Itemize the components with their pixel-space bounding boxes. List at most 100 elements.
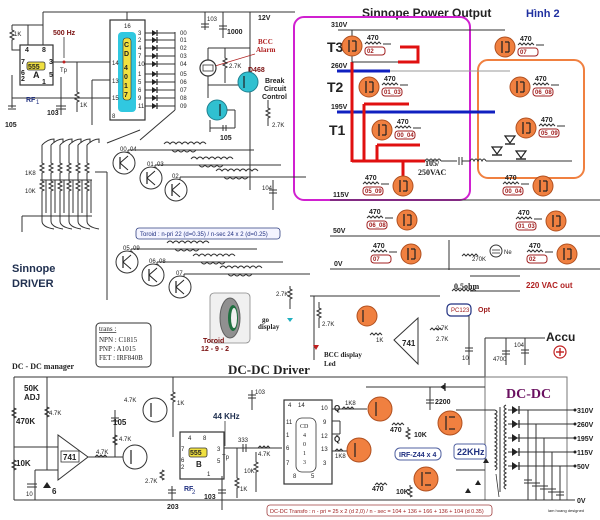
mosfet-icon [532,175,554,197]
fet-phase-tag [502,186,524,196]
svg-text:5: 5 [217,459,221,465]
svg-text:CD: CD [300,424,309,430]
svg-text:4.7K: 4.7K [258,452,270,458]
timer-a-unit: A [33,70,40,80]
svg-text:B: B [196,460,202,469]
svg-text:195V: 195V [331,104,348,111]
svg-text:3: 3 [217,447,221,453]
buzzer-icon [199,59,217,77]
svg-text:02: 02 [367,49,374,55]
svg-text:1K8: 1K8 [345,401,356,407]
svg-text:50K: 50K [24,384,39,393]
counter-output-label: 08 [180,96,187,102]
svg-text:14: 14 [112,61,119,67]
mosfet-icon [371,119,393,141]
transfo-note [266,504,493,517]
gate-resistor-label: 470 [365,175,377,182]
svg-text:3: 3 [323,461,327,467]
gate-resistor-label: 470 [505,175,517,182]
svg-text:470: 470 [390,427,402,434]
svg-text:RF: RF [26,97,36,104]
svg-text:0.5ohm: 0.5ohm [454,282,479,291]
rectifier-diode-icon [512,448,518,456]
transistor-npn-icon [122,444,148,470]
gate-resistor-label: 470 [369,209,381,216]
svg-text:2: 2 [192,490,196,496]
svg-text:07: 07 [520,50,527,56]
counter-output-label: 02 [180,46,187,52]
diode-icon [490,146,504,156]
svg-text:1000: 1000 [227,29,243,36]
opto-coupler [446,303,472,317]
svg-text:16: 16 [124,24,131,30]
svg-text:4700: 4700 [493,357,507,363]
svg-text:05_09: 05_09 [365,189,382,195]
svg-text:260V: 260V [331,63,348,70]
svg-text:01_03: 01_03 [384,90,401,96]
svg-text:4: 4 [288,403,292,409]
rectifier-diode-icon [512,406,518,414]
svg-text:115V: 115V [333,192,349,199]
counter-output-label: 04 [180,62,187,68]
svg-text:203: 203 [167,504,179,511]
svg-text:1K8: 1K8 [25,171,36,177]
alarm-block: 103 1000 12V BCC Alarm 2.7K D468 Break C… [199,12,287,190]
fet-phase-tag [515,221,537,231]
svg-text:2200: 2200 [435,399,451,406]
mosfet-q1-icon [437,410,463,436]
mosfet-icon [341,35,363,57]
svg-text:12: 12 [321,434,328,440]
svg-text:1: 1 [303,451,306,457]
svg-text:2.7K: 2.7K [272,123,284,129]
diode-group-frame [477,59,585,179]
timer-a-freq: 500 Hz [53,30,76,37]
transistor-d468-icon [237,71,259,93]
svg-text:3: 3 [49,59,53,66]
gate-resistor-label: 470 [518,210,530,217]
svg-text:0V: 0V [334,261,343,268]
svg-text:105: 105 [220,135,232,142]
svg-text:14: 14 [298,403,305,409]
svg-text:4: 4 [25,47,29,54]
svg-text:12 - 9 - 2: 12 - 9 - 2 [201,346,229,353]
svg-text:10: 10 [321,406,328,412]
dcdc-output-label: 50V [577,464,590,471]
svg-text:1K: 1K [177,401,184,407]
counter-output-label: 05 [180,72,187,78]
svg-text:470: 470 [372,486,384,493]
svg-text:741: 741 [63,453,77,462]
svg-text:1: 1 [286,433,290,439]
timer-b-freq: 44 KHz [213,412,240,421]
timer-a-block: 555 A 4 8 7 3 6 2 5 1 1K 500 Hz Tp 105 R… [5,11,295,129]
svg-text:103: 103 [47,110,59,117]
svg-text:8: 8 [293,474,297,480]
counter-output-label: 00 [180,31,187,37]
mosfet-icon [515,117,537,139]
svg-text:D: D [124,51,129,58]
svg-text:Ne: Ne [504,250,512,256]
fet-phase-tag [538,128,560,138]
svg-text:06_08: 06_08 [369,223,386,229]
rectifier-diode-icon [512,434,518,442]
feedback-transistor-icon [356,305,378,327]
svg-text:2.7K: 2.7K [322,322,334,328]
counter-output-label: 09 [180,104,187,110]
svg-text:11: 11 [286,420,293,426]
svg-text:2.7K: 2.7K [145,479,157,485]
svg-text:C: C [124,42,129,49]
fet-phase-tag [362,186,384,196]
svg-text:10K: 10K [396,489,409,496]
svg-text:RF: RF [184,486,194,493]
svg-text:8: 8 [42,47,46,54]
svg-text:4: 4 [188,436,192,442]
dcdc-npn-transistor-icon [346,437,372,463]
svg-text:10K: 10K [414,432,427,439]
driver-title: Sinnope [12,263,55,275]
svg-text:50V: 50V [333,228,346,235]
svg-text:2: 2 [181,465,185,471]
driver-transistor-icon [141,263,165,287]
svg-text:FET : IRF840B: FET : IRF840B [99,354,143,362]
svg-text:2.7K: 2.7K [436,326,448,332]
svg-text:310V: 310V [331,22,348,29]
